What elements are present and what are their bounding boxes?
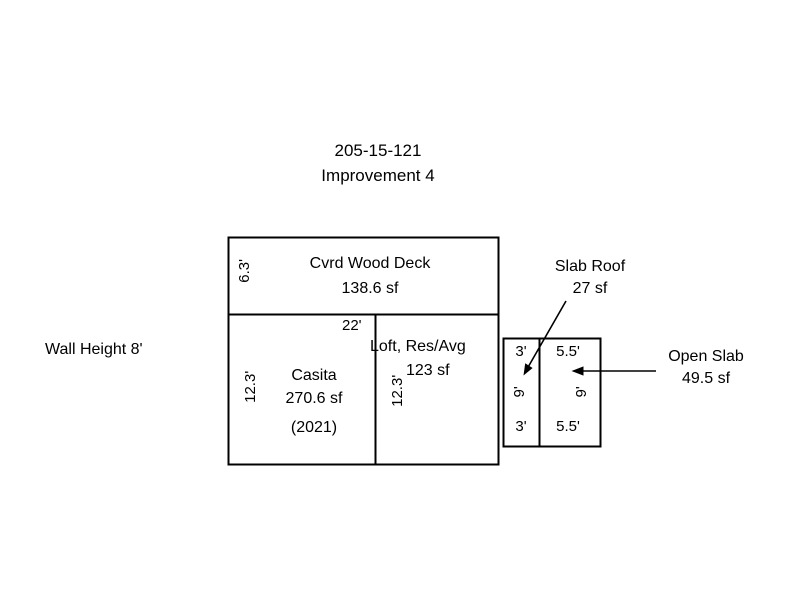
wall-height-note: Wall Height 8' [45, 341, 143, 358]
slab-roof-leader-arrow [523, 300, 567, 376]
open-slab-callout-name: Open Slab [668, 348, 744, 365]
casita-name-label: Casita [291, 367, 337, 384]
deck-area-label: 138.6 sf [341, 280, 399, 297]
casita-area-label: 270.6 sf [285, 390, 343, 407]
title-block: 205-15-121 Improvement 4 [321, 139, 434, 188]
casita-left-dimension: 12.3' [242, 370, 260, 403]
deck-name-label: Cvrd Wood Deck [309, 255, 431, 272]
open-slab-callout: Open Slab 49.5 sf [668, 346, 744, 389]
open-slab-top-dimension: 5.5' [556, 343, 580, 360]
main-building-outline [227, 236, 500, 466]
slab-roof-callout-name: Slab Roof [554, 258, 626, 275]
open-slab-leader-arrow [571, 366, 656, 376]
loft-left-dimension: 12.3' [389, 374, 407, 407]
slab-roof-top-dimension: 3' [515, 343, 527, 360]
deck-bottom-dimension: 22' [342, 317, 362, 334]
casita-year-label: (2021) [290, 419, 338, 436]
loft-name-label: Loft, Res/Avg [370, 338, 466, 355]
improvement-label: Improvement 4 [321, 165, 435, 185]
deck-left-dimension: 6.3' [236, 258, 254, 283]
loft-area-label: 123 sf [406, 362, 450, 379]
slab-roof-bottom-dimension: 3' [515, 418, 527, 435]
attached-slabs-outline [502, 337, 602, 448]
slab-roof-callout-area: 27 sf [572, 279, 608, 297]
open-slab-left-dimension: 9' [572, 386, 590, 398]
open-slab-callout-area: 49.5 sf [681, 369, 731, 387]
slab-roof-left-dimension: 9' [510, 386, 528, 398]
slab-roof-callout: Slab Roof 27 sf [555, 256, 625, 299]
parcel-number: 205-15-121 [334, 141, 422, 160]
open-slab-bottom-dimension: 5.5' [556, 418, 580, 435]
